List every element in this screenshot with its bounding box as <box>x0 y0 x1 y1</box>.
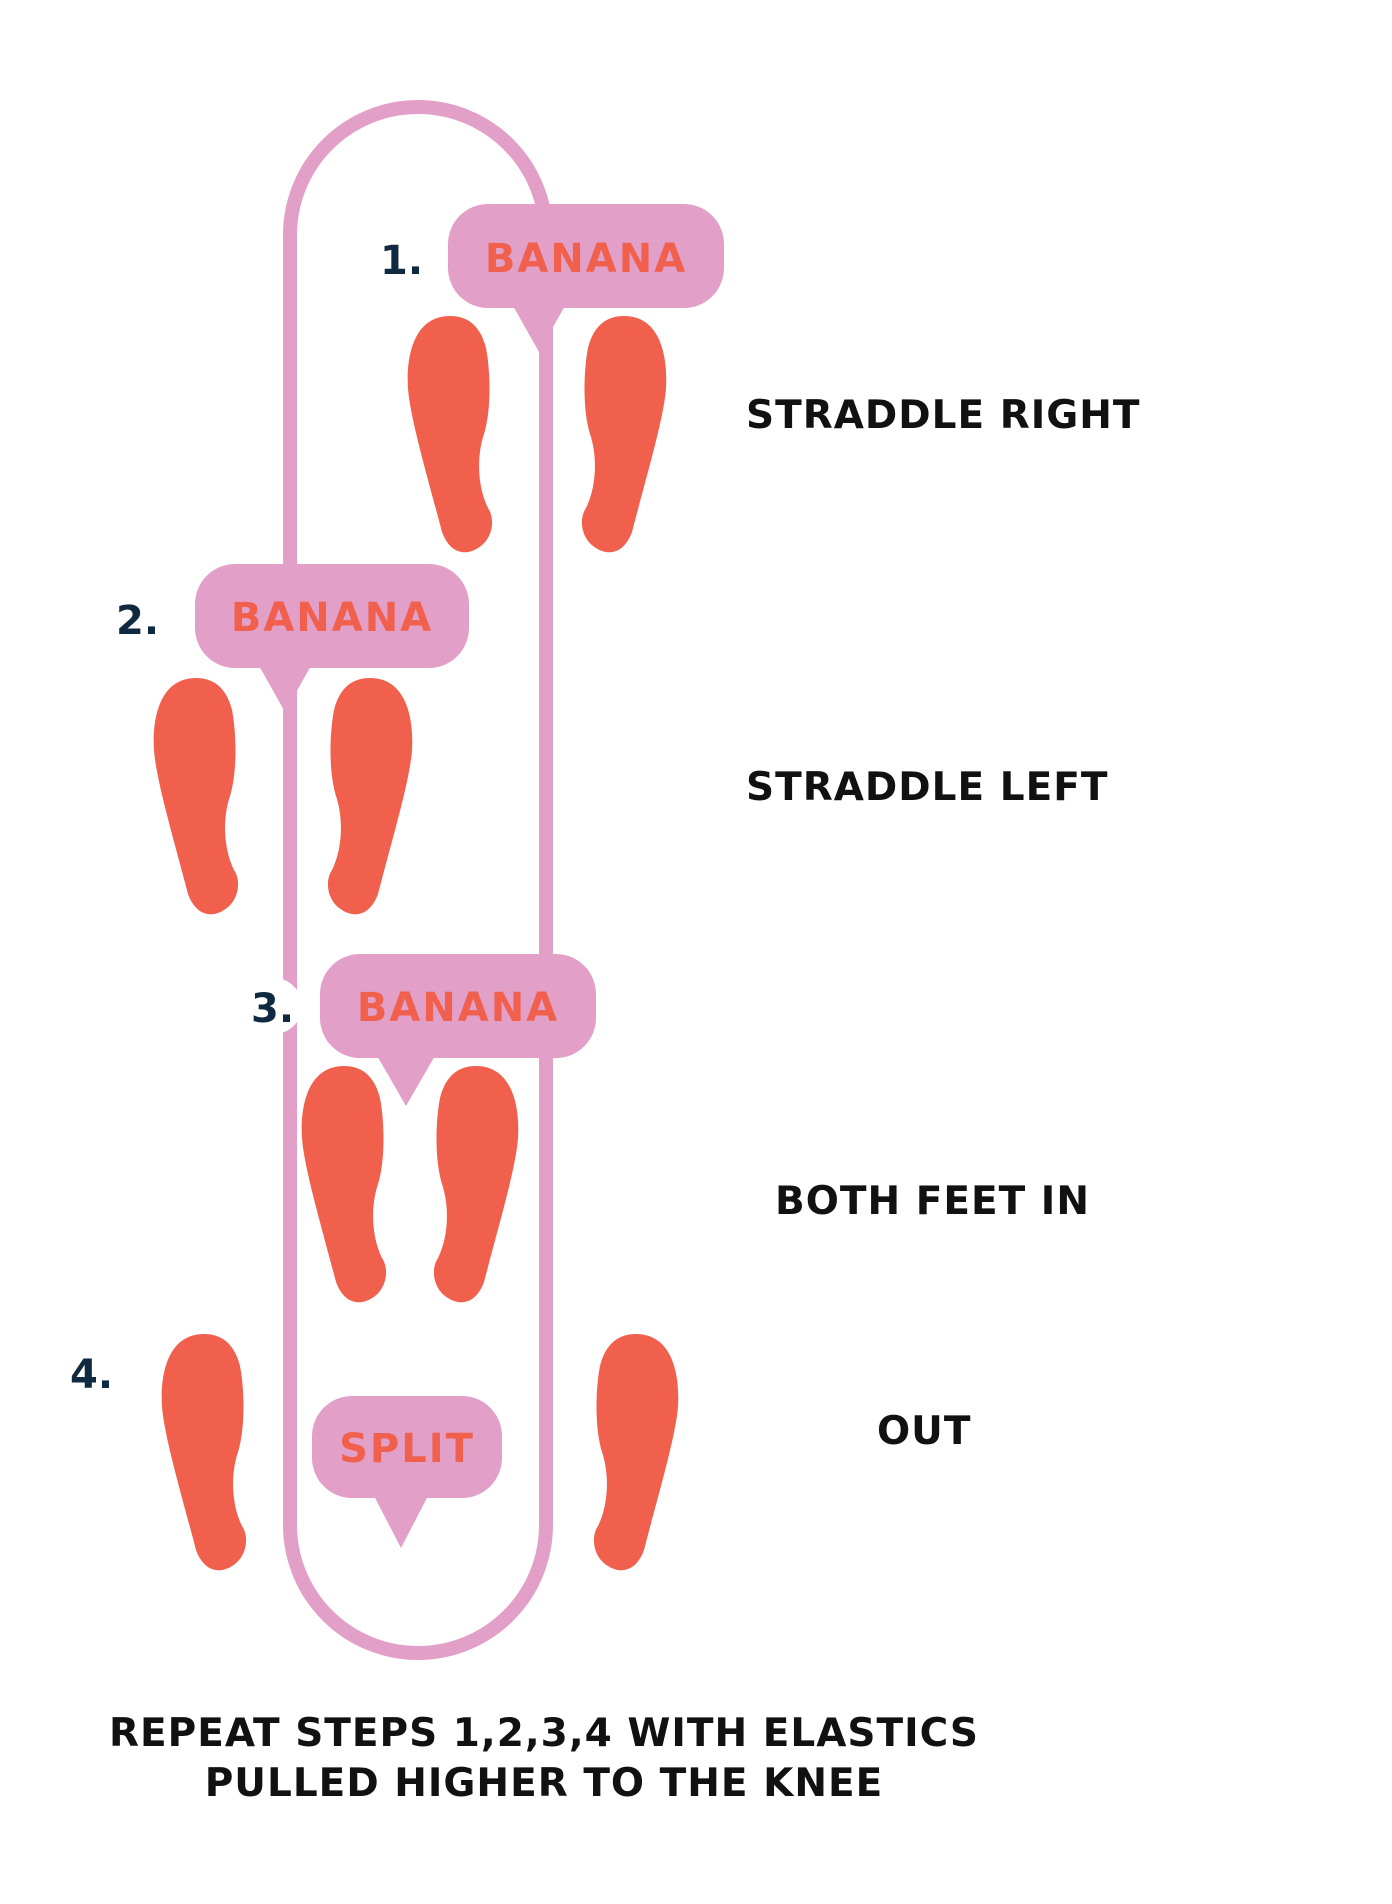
left-foot-icon <box>161 1334 247 1571</box>
right-foot-icon <box>327 678 413 915</box>
speech-bubble-icon <box>320 954 596 1058</box>
step-2-number: 2. <box>116 598 159 644</box>
step-4-bubble: SPLIT <box>312 1396 502 1548</box>
step-3-move-label: BOTH FEET IN <box>775 1179 1090 1224</box>
speech-bubble-tail <box>376 1054 436 1106</box>
step-3-bubble: BANANA <box>320 954 596 1106</box>
step-1-move-label: STRADDLE RIGHT <box>746 393 1141 438</box>
footer-line-1: REPEAT STEPS 1,2,3,4 WITH ELASTICS <box>109 1711 979 1756</box>
right-foot-icon <box>593 1334 679 1571</box>
right-foot-icon <box>433 1066 519 1303</box>
step-1-bubble: BANANA <box>448 204 724 352</box>
step-2-move-label: STRADDLE LEFT <box>746 765 1108 810</box>
speech-bubble-icon <box>448 204 724 308</box>
right-foot-icon <box>581 316 667 553</box>
step-3-number-backdrop <box>246 978 302 1034</box>
step-4-bubble-text: SPLIT <box>339 1426 475 1472</box>
speech-bubble-tail <box>373 1494 429 1548</box>
left-foot-icon <box>153 678 239 915</box>
left-foot-icon <box>301 1066 387 1303</box>
speech-bubble-tail <box>258 664 312 712</box>
speech-bubble-tail <box>512 304 566 352</box>
elastic-loop <box>283 100 553 1660</box>
speech-bubble-icon <box>195 564 469 668</box>
step-3-number: 3. <box>251 986 294 1032</box>
step-2-bubble: BANANA <box>195 564 469 712</box>
step-1-number: 1. <box>380 238 423 284</box>
step-2-bubble-text: BANANA <box>231 595 433 641</box>
step-4-move-label: OUT <box>877 1409 971 1454</box>
speech-bubble-icon <box>312 1396 502 1498</box>
step-4-number: 4. <box>70 1352 113 1398</box>
left-foot-icon <box>407 316 493 553</box>
step-1-bubble-text: BANANA <box>485 236 687 282</box>
step-3-bubble-text: BANANA <box>357 985 559 1031</box>
footer-line-2: PULLED HIGHER TO THE KNEE <box>205 1761 884 1806</box>
